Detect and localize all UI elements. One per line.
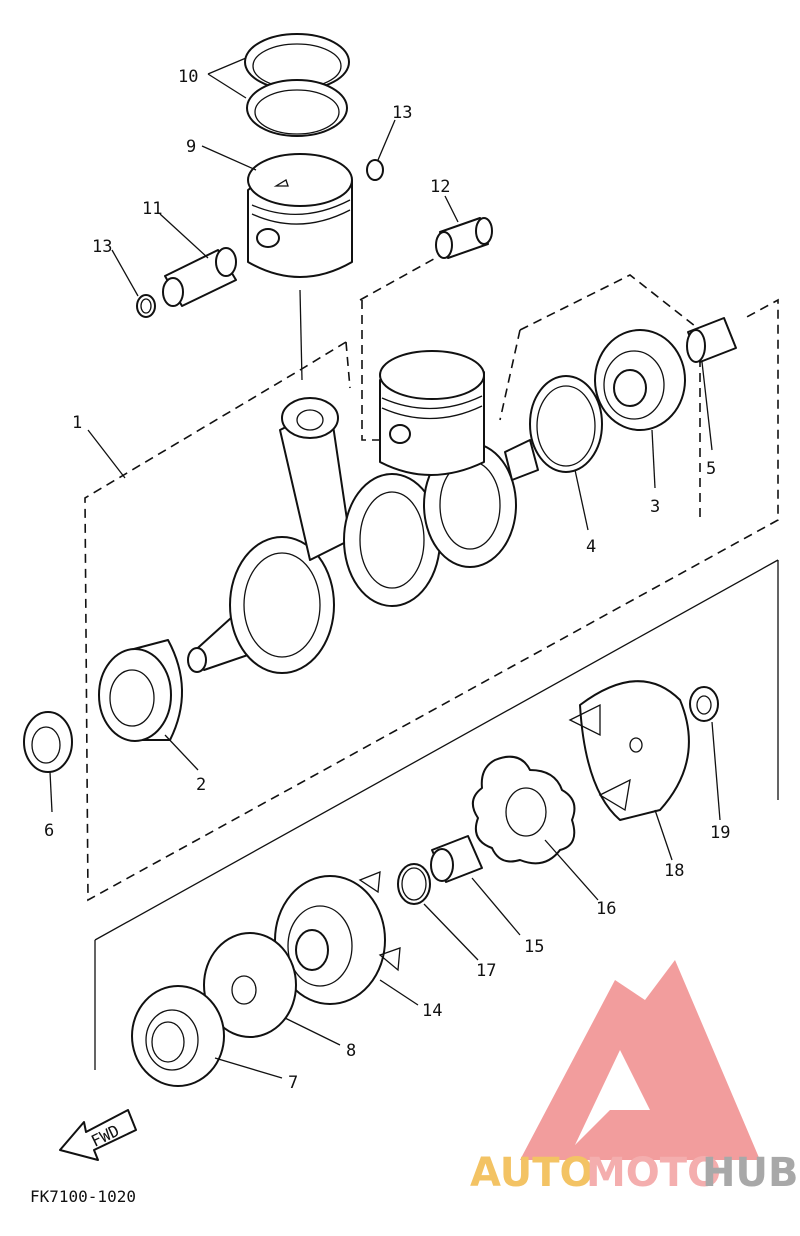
callout-12: 12	[430, 177, 450, 197]
callout-6: 6	[44, 821, 54, 841]
callout-8: 8	[346, 1041, 356, 1061]
logo-triangle-mark	[520, 960, 760, 1160]
coupling-left-part	[274, 870, 401, 1005]
figure-code: FK7100-1020	[30, 1187, 136, 1206]
callout-3: 3	[650, 497, 660, 517]
callout-14: 14	[422, 1001, 442, 1021]
callout-11: 11	[142, 199, 162, 219]
bearing-right-part	[594, 329, 686, 431]
callout-16: 15	[524, 937, 544, 957]
automotohub-logo: AUTO MOTO HUB	[470, 960, 798, 1196]
watermark-moto: MOTO	[586, 1150, 721, 1196]
callout-9: 9	[186, 137, 196, 157]
callout-17: 17	[476, 961, 496, 981]
crankshaft-assembly-part	[187, 350, 539, 674]
damper-part	[471, 755, 576, 865]
callout-7: 7	[288, 1073, 298, 1093]
oil-seal-left-part	[23, 711, 73, 773]
assembly-boundary-crankshaft	[84, 249, 779, 902]
watermark-auto: AUTO	[470, 1150, 594, 1196]
callout-18: 18	[664, 861, 684, 881]
callout-10: 10	[178, 67, 198, 87]
piston-pin-part	[162, 247, 237, 307]
oil-seal-right-part	[131, 985, 225, 1087]
watermark-hub: HUB	[702, 1150, 798, 1196]
callout-19: 19	[710, 823, 730, 843]
circlip-ring-part	[529, 375, 603, 473]
piston-rings-part	[244, 33, 350, 137]
washer-part	[689, 686, 719, 722]
piston-pin-clip-right-part	[366, 159, 384, 181]
o-ring-part	[397, 863, 431, 905]
piston-part	[247, 153, 353, 278]
collar-part	[686, 317, 737, 363]
callout-5: 5	[706, 459, 716, 479]
plate-part	[203, 932, 297, 1038]
spacer-part	[430, 835, 483, 883]
fwd-arrow: FWD	[59, 1109, 137, 1161]
leader-lines	[49, 57, 721, 1079]
callout-13-left: 13	[92, 237, 112, 257]
callout-1: 1	[72, 413, 82, 433]
callout-13-right: 13	[392, 103, 412, 123]
piston-pin-clip-left-part	[136, 294, 156, 318]
coupling-right-part	[568, 680, 690, 821]
needle-bearing-part	[435, 217, 493, 259]
callout-15: 16	[596, 899, 616, 919]
bearing-left-part	[98, 639, 183, 742]
callout-4: 4	[586, 537, 596, 557]
assembly-boundary-coupling	[94, 559, 779, 1070]
callout-2: 2	[196, 775, 206, 795]
